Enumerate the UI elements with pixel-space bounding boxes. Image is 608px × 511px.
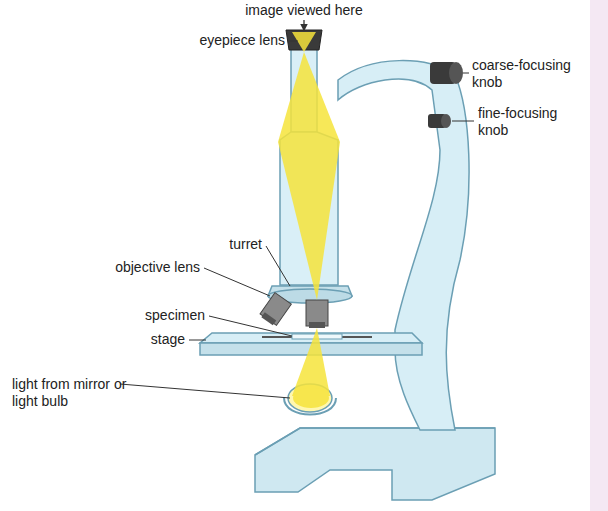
arm — [338, 61, 469, 430]
part-label: eyepiece lens — [175, 32, 285, 49]
part-label: specimen — [115, 307, 205, 324]
part-label: coarse-focusing knob — [472, 57, 594, 91]
part-label: turret — [192, 236, 262, 253]
part-label: stage — [115, 331, 185, 348]
part-label: objective lens — [90, 259, 200, 276]
view-arrow — [303, 20, 304, 30]
base — [255, 428, 495, 500]
part-label: fine-focusing knob — [478, 105, 582, 139]
page-edge — [590, 0, 608, 511]
part-label: image viewed here — [229, 2, 379, 19]
part-label: light from mirror or light bulb — [12, 376, 128, 410]
stage-plate — [200, 333, 422, 343]
light-beam — [278, 32, 340, 408]
